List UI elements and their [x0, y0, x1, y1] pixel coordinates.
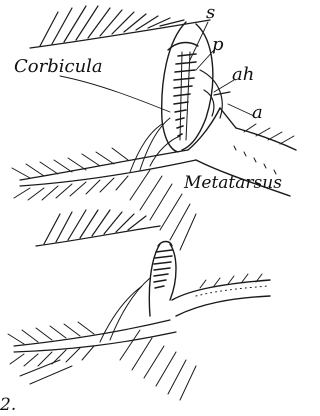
corbicula-basket-bottom [149, 242, 176, 317]
label-corbicula: Corbicula [14, 56, 103, 77]
figure-number: 2. [0, 395, 16, 415]
label-p: p [212, 34, 224, 55]
tibia-lower-edge-bottom [14, 320, 176, 352]
auricle [200, 70, 230, 118]
label-a: a [252, 102, 263, 123]
figure-top: s p ah a Corbicula Metatarsus [12, 2, 296, 250]
lower-spur-hairs-bottom [20, 330, 196, 400]
tibia-upper-hair-bottom [36, 210, 160, 246]
metatarsus-top-hair [234, 124, 294, 174]
pecten-spines [174, 52, 196, 140]
label-metatarsus: Metatarsus [183, 173, 282, 193]
tibia-lower-edge [20, 150, 196, 186]
figure-bottom: 2. [0, 210, 270, 415]
label-ah: ah [232, 64, 254, 85]
pecten-spines-bottom [154, 250, 172, 288]
label-s: s [206, 2, 215, 23]
metatarsus-bottom [172, 280, 270, 316]
metatarsus-bottom-dots [196, 286, 268, 296]
tibia-lower-hair-bottom [8, 278, 150, 366]
tibia-upper-hair [30, 6, 210, 48]
